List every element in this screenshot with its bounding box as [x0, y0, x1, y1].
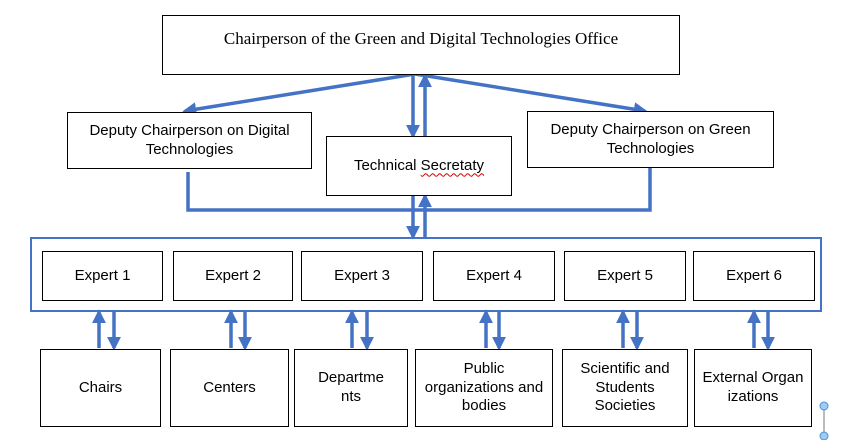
experts-group — [30, 237, 822, 312]
unit-label: Centers — [203, 378, 256, 396]
unit-label: Scientific and Students Societies — [580, 359, 670, 415]
expert-label: Expert 5 — [597, 266, 653, 284]
arrow-chair-to-deputy-digital — [182, 72, 416, 117]
unit-label: External Organizations — [702, 369, 804, 405]
deputy-digital-label: Deputy Chairperson on Digital Technologi… — [89, 121, 290, 158]
unit-label: Departments — [318, 369, 384, 405]
expert-label: Expert 2 — [205, 266, 261, 284]
resize-handle-icon[interactable] — [819, 400, 829, 440]
technical-secretary-label-misspelled: Secretaty — [420, 156, 485, 174]
technical-secretary-label-prefix: Technical — [353, 156, 421, 174]
unit-box-scientific-societies: Scientific and Students Societies — [562, 349, 688, 427]
expert-label: Expert 3 — [334, 266, 390, 284]
expert-box: Expert 6 — [693, 251, 815, 301]
deputy-green-label: Deputy Chairperson on Green Technologies — [550, 120, 751, 157]
expert-box: Expert 4 — [433, 251, 555, 301]
deputies-merge-line — [186, 168, 652, 212]
unit-box-centers: Centers — [170, 349, 289, 427]
deputy-green-box: Deputy Chairperson on Green Technologies — [527, 111, 774, 168]
technical-secretary-label: Technical Secretaty — [354, 157, 484, 176]
expert-box: Expert 5 — [564, 251, 686, 301]
expert-label: Expert 1 — [74, 266, 131, 284]
expert-box: Expert 2 — [173, 251, 293, 301]
unit-label: Public organizations and bodies — [424, 359, 544, 415]
unit-box-chairs: Chairs — [40, 349, 161, 427]
expert-box: Expert 3 — [301, 251, 423, 301]
chairperson-label: Chairperson of the Green and Digital Tec… — [223, 29, 619, 48]
deputy-digital-box: Deputy Chairperson on Digital Technologi… — [67, 112, 312, 169]
expert-label: Expert 4 — [466, 266, 522, 284]
arrow-chair-to-deputy-green — [414, 72, 648, 117]
unit-box-departments: Departments — [294, 349, 408, 427]
technical-secretary-box: Technical Secretaty — [326, 136, 512, 196]
unit-box-public-organizations: Public organizations and bodies — [415, 349, 553, 427]
unit-box-external-organizations: External Organizations — [694, 349, 812, 427]
expert-box: Expert 1 — [42, 251, 163, 301]
chairperson-box: Chairperson of the Green and Digital Tec… — [162, 15, 680, 75]
unit-label: Chairs — [78, 378, 123, 396]
expert-label: Expert 6 — [726, 266, 782, 284]
